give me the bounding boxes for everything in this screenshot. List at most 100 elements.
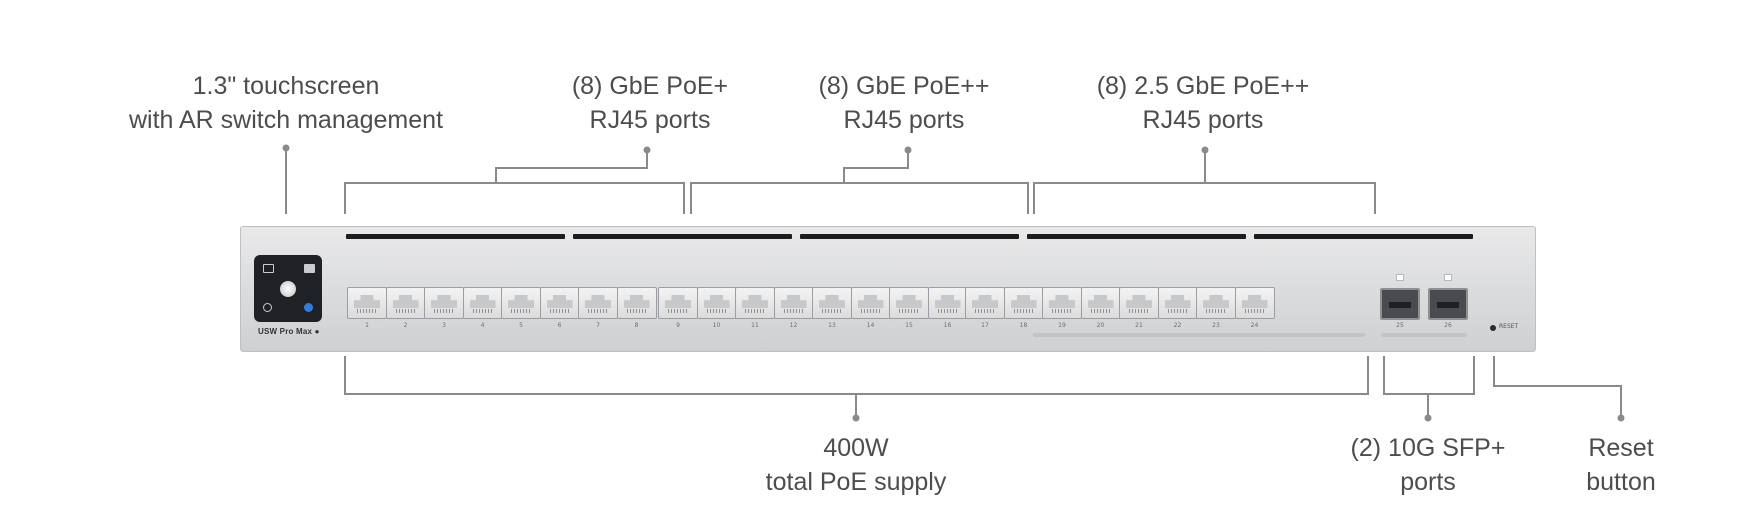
rj45-port-14[interactable]	[850, 287, 891, 319]
touchscreen[interactable]	[254, 255, 322, 322]
rj45-port-label: 23	[1212, 322, 1220, 329]
g25-poe-plusplus-callout-line2: RJ45 ports	[1142, 106, 1264, 134]
sfp-bracket	[1383, 356, 1475, 395]
sfp-ports-callout-line2: ports	[1400, 468, 1456, 496]
help-icon	[263, 303, 272, 312]
rj45-port-2[interactable]	[385, 287, 426, 319]
rj45-port-label: 16	[943, 322, 952, 329]
touchscreen-callout-line2: with AR switch management	[128, 106, 444, 134]
rj45-port-label: 9	[676, 322, 680, 329]
rj45-port-4[interactable]	[462, 287, 503, 319]
port-group-bar	[1033, 333, 1365, 337]
rj45-port-22[interactable]	[1157, 287, 1198, 319]
poe-bracket	[344, 356, 1369, 395]
vent-slot	[800, 234, 1019, 239]
rj45-port-17[interactable]	[965, 287, 1005, 319]
rj45-port-24[interactable]	[1234, 287, 1275, 319]
rj45-port-7[interactable]	[578, 287, 618, 319]
sfp-group-bar	[1381, 333, 1467, 337]
rj45-port-label: 5	[519, 322, 523, 329]
rj45-port-9[interactable]	[658, 287, 698, 319]
rj45-port-label: 4	[480, 322, 485, 329]
rj45-port-15[interactable]	[889, 287, 929, 319]
rj45-port-label: 15	[905, 322, 913, 329]
rj45-port-label: 3	[442, 322, 446, 329]
network-icon	[304, 264, 315, 273]
rj45-port-label: 14	[866, 322, 875, 329]
poe-supply-callout-line1: 400W	[823, 434, 889, 462]
rj45-port-label: 21	[1135, 322, 1143, 329]
gbe-poe-plusplus-callout: (8) GbE PoE++ RJ45 ports	[819, 69, 990, 137]
rj45-port-8[interactable]	[616, 287, 657, 319]
rj45-port-label: 2	[403, 322, 408, 329]
rj45-port-label: 22	[1173, 322, 1182, 329]
sfp-status-led	[1396, 274, 1404, 281]
brand-label: USW Pro Max ●	[258, 327, 320, 336]
sfp-port-26[interactable]	[1428, 288, 1468, 320]
rj45-port-label: 7	[596, 322, 600, 329]
rj45-port-label: 18	[1019, 322, 1028, 329]
gbe-poe-plus-callout-line2: RJ45 ports	[589, 106, 711, 134]
reset-button-callout-line2: button	[1586, 468, 1656, 496]
rj45-port-6[interactable]	[539, 287, 580, 319]
g25-poe-plusplus-callout-line1: (8) 2.5 GbE PoE++	[1096, 72, 1310, 100]
rj45-port-label: 10	[712, 322, 721, 329]
rj45-port-19[interactable]	[1042, 287, 1082, 319]
rj45-port-10[interactable]	[696, 287, 737, 319]
vent-slot	[573, 234, 792, 239]
rj45-port-label: 20	[1096, 322, 1105, 329]
gbe-poe-plus-callout-line1: (8) GbE PoE+	[571, 72, 729, 100]
group3-bracket	[1033, 182, 1376, 214]
rj45-port-label: 12	[789, 322, 798, 329]
brand-text: USW Pro Max	[258, 327, 313, 336]
rj45-port-label: 19	[1058, 322, 1066, 329]
rj45-port-label: 13	[828, 322, 836, 329]
sfp-ports-callout-line1: (2) 10G SFP+	[1350, 434, 1506, 462]
rj45-port-1[interactable]	[347, 287, 387, 319]
poe-supply-callout: 400W total PoE supply	[766, 431, 947, 499]
group2-leader	[843, 150, 909, 183]
vent-slot	[1027, 234, 1246, 239]
rj45-port-label: 17	[981, 322, 989, 329]
sfp-ports-callout: (2) 10G SFP+ ports	[1351, 431, 1506, 499]
rj45-port-label: 11	[751, 322, 759, 329]
reset-leader	[1493, 356, 1622, 418]
monitor-icon	[263, 264, 274, 273]
ubiquiti-logo-icon: ●	[314, 327, 320, 336]
sfp-port-label: 26	[1444, 322, 1452, 329]
group2-bracket	[690, 182, 1029, 214]
rj45-port-label: 6	[557, 322, 562, 329]
rj45-port-18[interactable]	[1003, 287, 1044, 319]
vent-slot	[346, 234, 565, 239]
rj45-port-label: 8	[634, 322, 639, 329]
rj45-port-label: 1	[365, 322, 369, 329]
rj45-port-13[interactable]	[812, 287, 852, 319]
reset-button-callout-line1: Reset	[1588, 434, 1654, 462]
rj45-port-3[interactable]	[424, 287, 464, 319]
rj45-port-20[interactable]	[1080, 287, 1121, 319]
gbe-poe-plus-callout: (8) GbE PoE+ RJ45 ports	[572, 69, 728, 137]
status-dot-icon	[304, 303, 313, 312]
sfp-port-label: 25	[1396, 322, 1404, 329]
touch-button[interactable]	[280, 281, 296, 297]
rj45-port-16[interactable]	[927, 287, 968, 319]
sfp-port-25[interactable]	[1380, 288, 1420, 320]
group1-bracket	[344, 182, 685, 214]
touchscreen-callout-line1: 1.3" touchscreen	[192, 72, 380, 100]
group1-leader	[495, 150, 648, 183]
reset-label: RESET	[1499, 323, 1519, 330]
rj45-port-5[interactable]	[501, 287, 541, 319]
rj45-port-23[interactable]	[1196, 287, 1236, 319]
reset-button-callout: Reset button	[1586, 431, 1656, 499]
rj45-port-11[interactable]	[735, 287, 775, 319]
rj45-port-12[interactable]	[773, 287, 814, 319]
reset-button[interactable]	[1490, 325, 1496, 331]
gbe-poe-plusplus-callout-line2: RJ45 ports	[843, 106, 965, 134]
sfp-status-led	[1444, 274, 1452, 281]
vent-slot	[1254, 234, 1473, 239]
rj45-port-21[interactable]	[1119, 287, 1159, 319]
touchscreen-callout: 1.3" touchscreen with AR switch manageme…	[129, 69, 443, 137]
gbe-poe-plusplus-callout-line1: (8) GbE PoE++	[818, 72, 990, 100]
